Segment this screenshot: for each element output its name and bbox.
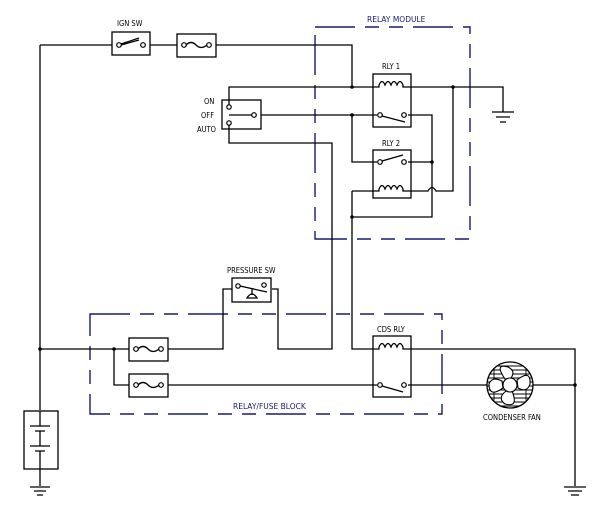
ground-icon: [30, 486, 50, 496]
selector-switch: ON OFF AUTO: [197, 97, 262, 134]
relay-module-label: RELAY MODULE: [367, 15, 426, 24]
condenser-fan-label: CONDENSER FAN: [483, 413, 541, 422]
fuse-block-fuse-2: [128, 373, 169, 398]
switch-on-label: ON: [204, 97, 214, 106]
pressure-switch: PRESSURE SW: [227, 266, 276, 303]
wire-rly1-out: [352, 114, 433, 218]
pressure-sw-label: PRESSURE SW: [227, 266, 276, 275]
relay-1: RLY 1: [372, 62, 412, 128]
ground-icon: [492, 111, 514, 123]
switch-off-label: OFF: [201, 111, 214, 120]
condenser-fan-icon: CONDENSER FAN: [483, 361, 541, 422]
wire-rly2-coil: [352, 87, 454, 192]
relay-fuse-block-enclosure: [89, 313, 443, 415]
cds-relay: CDS RLY: [372, 325, 412, 398]
ignition-switch: IGN SW: [111, 19, 151, 56]
wire-switch-on: [228, 86, 300, 103]
relay-2: RLY 2: [372, 139, 412, 199]
rly1-label: RLY 1: [382, 62, 400, 71]
wire-cds-coil-out: [411, 348, 576, 486]
battery-icon: [23, 410, 59, 486]
wire-rly2-feed: [351, 115, 375, 163]
switch-auto-label: AUTO: [197, 125, 216, 134]
wire-pressure-left: [168, 288, 232, 350]
fuse-block-fuse-1: [128, 337, 169, 362]
wire-to-cds-coil: [351, 191, 375, 350]
ground-icon: [564, 486, 586, 496]
wire-switch-auto: [228, 126, 333, 350]
relay-fuse-block-label: RELAY/FUSE BLOCK: [233, 402, 307, 411]
rly2-label: RLY 2: [382, 139, 400, 148]
fuse-top: [176, 33, 217, 58]
cds-rly-label: CDS RLY: [377, 325, 406, 334]
wire-top: [40, 44, 353, 87]
relay-module-enclosure: [314, 26, 471, 240]
junction-dots: [38, 85, 577, 387]
wire-rly1-coil: [300, 86, 504, 112]
ign-sw-label: IGN SW: [117, 19, 143, 28]
wire-bus-fuse2: [113, 349, 375, 386]
